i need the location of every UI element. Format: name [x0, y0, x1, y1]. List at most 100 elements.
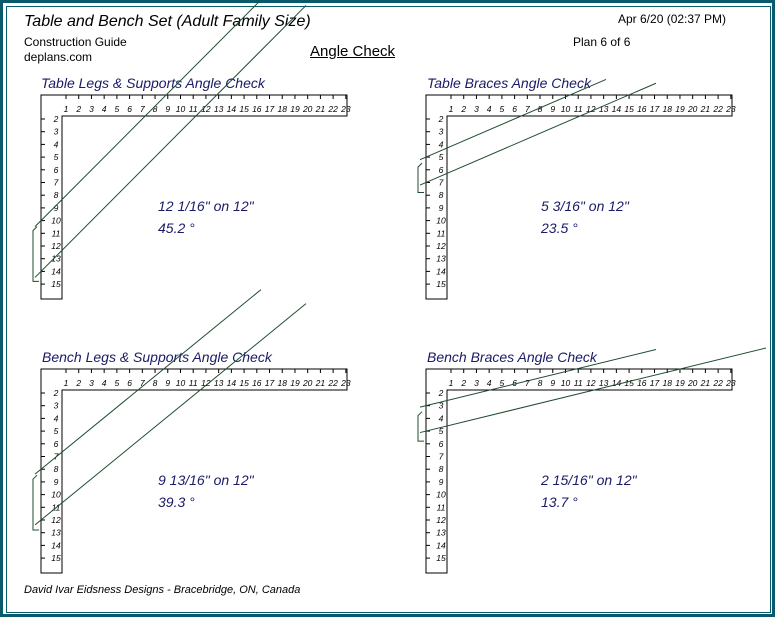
square-tick-label: 14 [612, 378, 622, 388]
square-tick-label: 5 [500, 378, 505, 388]
square-tick-label: 18 [663, 378, 673, 388]
square-tick-label: 10 [51, 216, 61, 226]
square-tick-label: 7 [140, 104, 145, 114]
rise-readout: 12 1/16" on 12" [158, 198, 255, 214]
square-tick-label: 9 [54, 477, 59, 487]
square-tick-label: 10 [561, 378, 571, 388]
square-tick-label: 11 [189, 378, 198, 388]
square-tick-label: 19 [675, 378, 685, 388]
square-tick-label: 21 [700, 104, 711, 114]
rise-readout: 9 13/16" on 12" [158, 472, 255, 488]
square-tick-label: 23 [725, 104, 736, 114]
square-tick-label: 12 [51, 241, 61, 251]
square-tick-label: 6 [439, 439, 444, 449]
rise-readout: 5 3/16" on 12" [541, 198, 630, 214]
rise-readout: 2 15/16" on 12" [540, 472, 638, 488]
square-tick-label: 5 [115, 378, 120, 388]
square-tick-label: 13 [436, 254, 446, 264]
square-tick-label: 12 [586, 378, 596, 388]
square-tick-label: 19 [290, 104, 300, 114]
square-tick-label: 13 [599, 378, 609, 388]
plan-number: Plan 6 of 6 [573, 35, 631, 49]
square-tick-label: 18 [278, 104, 288, 114]
square-tick-label: 13 [214, 378, 224, 388]
framing-square-outline [425, 368, 733, 574]
inner-border [6, 6, 771, 613]
page-title: Table and Bench Set (Adult Family Size) [24, 13, 311, 30]
square-tick-label: 3 [439, 127, 444, 137]
square-tick-label: 17 [650, 104, 660, 114]
square-tick-label: 22 [712, 104, 723, 114]
panel-title: Table Braces Angle Check [427, 75, 592, 91]
angle-readout: 39.3 ° [158, 494, 195, 510]
square-tick-label: 11 [437, 228, 446, 238]
square-tick-label: 12 [201, 104, 211, 114]
mark-bracket [417, 411, 424, 442]
square-tick-label: 20 [302, 378, 313, 388]
square-tick-label: 2 [438, 388, 444, 398]
square-tick-label: 13 [214, 104, 224, 114]
angle-line [34, 303, 307, 526]
square-tick-label: 13 [51, 528, 61, 538]
square-tick-label: 15 [436, 553, 446, 563]
section-heading: Angle Check [310, 43, 396, 60]
angle-readout: 23.5 ° [540, 220, 578, 236]
mark-bracket [32, 474, 39, 531]
square-tick-label: 19 [290, 378, 300, 388]
square-tick-label: 9 [165, 378, 170, 388]
square-tick-label: 5 [54, 152, 59, 162]
square-tick-label: 18 [278, 378, 288, 388]
square-tick-label: 22 [327, 378, 338, 388]
square-tick-label: 14 [51, 266, 61, 276]
square-tick-label: 14 [436, 266, 446, 276]
square-tick-label: 1 [449, 378, 454, 388]
square-tick-label: 11 [574, 104, 583, 114]
square-tick-label: 20 [687, 104, 698, 114]
square-tick-label: 5 [439, 152, 444, 162]
angle-line [419, 347, 767, 434]
square-tick-label: 1 [64, 104, 69, 114]
square-tick-label: 3 [54, 401, 59, 411]
square-tick-label: 3 [474, 104, 479, 114]
square-tick-label: 12 [586, 104, 596, 114]
square-tick-label: 6 [54, 165, 59, 175]
square-tick-label: 22 [327, 104, 338, 114]
angle-readout: 13.7 ° [541, 494, 578, 510]
square-tick-label: 15 [51, 279, 61, 289]
square-tick-label: 9 [439, 477, 444, 487]
square-tick-label: 9 [165, 104, 170, 114]
framing-square-outline [40, 94, 348, 300]
square-tick-label: 2 [438, 114, 444, 124]
square-tick-label: 16 [637, 378, 647, 388]
square-tick-label: 8 [153, 104, 158, 114]
angle-line [419, 78, 607, 161]
panel-title: Bench Legs & Supports Angle Check [42, 349, 273, 365]
square-tick-label: 19 [675, 104, 685, 114]
square-tick-label: 15 [624, 378, 634, 388]
square-tick-label: 16 [637, 104, 647, 114]
square-tick-label: 8 [54, 464, 59, 474]
square-tick-label: 12 [436, 515, 446, 525]
square-tick-label: 11 [574, 378, 583, 388]
square-tick-label: 7 [439, 452, 444, 462]
square-tick-label: 18 [663, 104, 673, 114]
square-tick-label: 3 [439, 401, 444, 411]
square-tick-label: 4 [54, 413, 59, 423]
square-tick-label: 17 [265, 378, 275, 388]
square-tick-label: 10 [561, 104, 571, 114]
mark-bracket [417, 162, 424, 193]
angle-line [419, 82, 657, 186]
square-tick-label: 6 [127, 104, 132, 114]
square-tick-label: 4 [487, 104, 492, 114]
square-tick-label: 23 [725, 378, 736, 388]
square-tick-label: 6 [512, 378, 517, 388]
subtitle-website: deplans.com [24, 50, 93, 64]
square-tick-label: 5 [115, 104, 120, 114]
mark-bracket [32, 226, 39, 282]
square-tick-label: 1 [64, 378, 69, 388]
panel-title: Table Legs & Supports Angle Check [41, 75, 266, 91]
square-tick-label: 7 [54, 178, 59, 188]
